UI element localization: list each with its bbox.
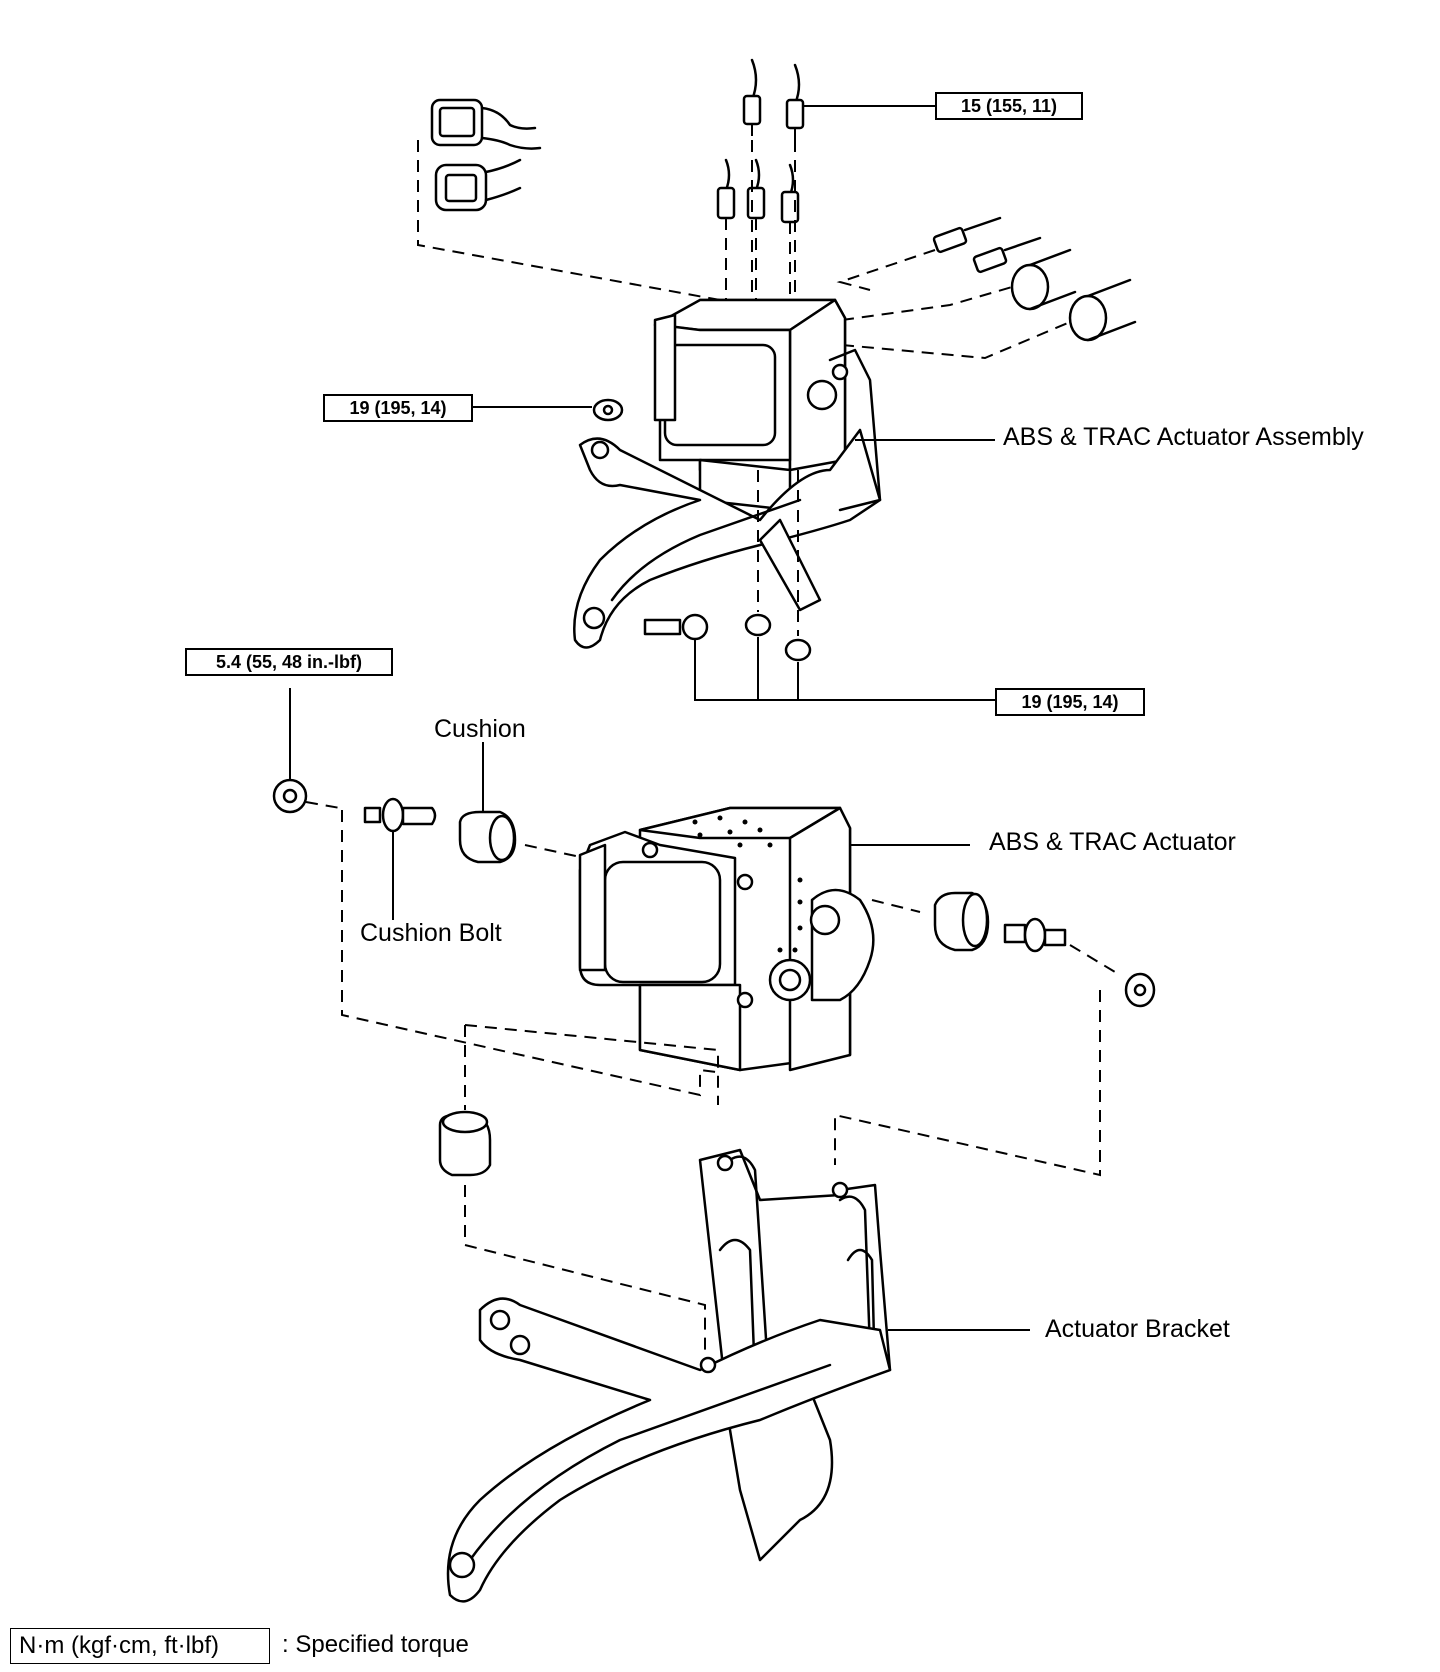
actuator-bracket (446, 1148, 1030, 1603)
torque-callout-cushion-nut: 5.4 (55, 48 in.-lbf) (185, 648, 393, 676)
label-actuator-bracket: Actuator Bracket (1045, 1315, 1230, 1343)
wire-connectors (417, 98, 721, 301)
actuator-assembly-top (472, 298, 995, 701)
label-actuator-assembly: ABS & TRAC Actuator Assembly (1003, 423, 1364, 451)
side-pipe-fittings (836, 216, 1137, 360)
brake-line-fittings (716, 58, 935, 300)
torque-callout-brake-lines: 15 (155, 11) (935, 92, 1083, 120)
torque-callout-nut: 19 (195, 14) (323, 394, 473, 422)
label-cushion-bolt: Cushion Bolt (360, 919, 502, 947)
label-actuator: ABS & TRAC Actuator (989, 828, 1236, 856)
actuator-exploded (272, 688, 1156, 1355)
label-cushion: Cushion (434, 715, 526, 743)
torque-callout-bracket-bolts: 19 (195, 14) (995, 688, 1145, 716)
legend-meaning: : Specified torque (282, 1631, 469, 1658)
legend-unit-box: N·m (kgf·cm, ft·lbf) (10, 1628, 270, 1664)
